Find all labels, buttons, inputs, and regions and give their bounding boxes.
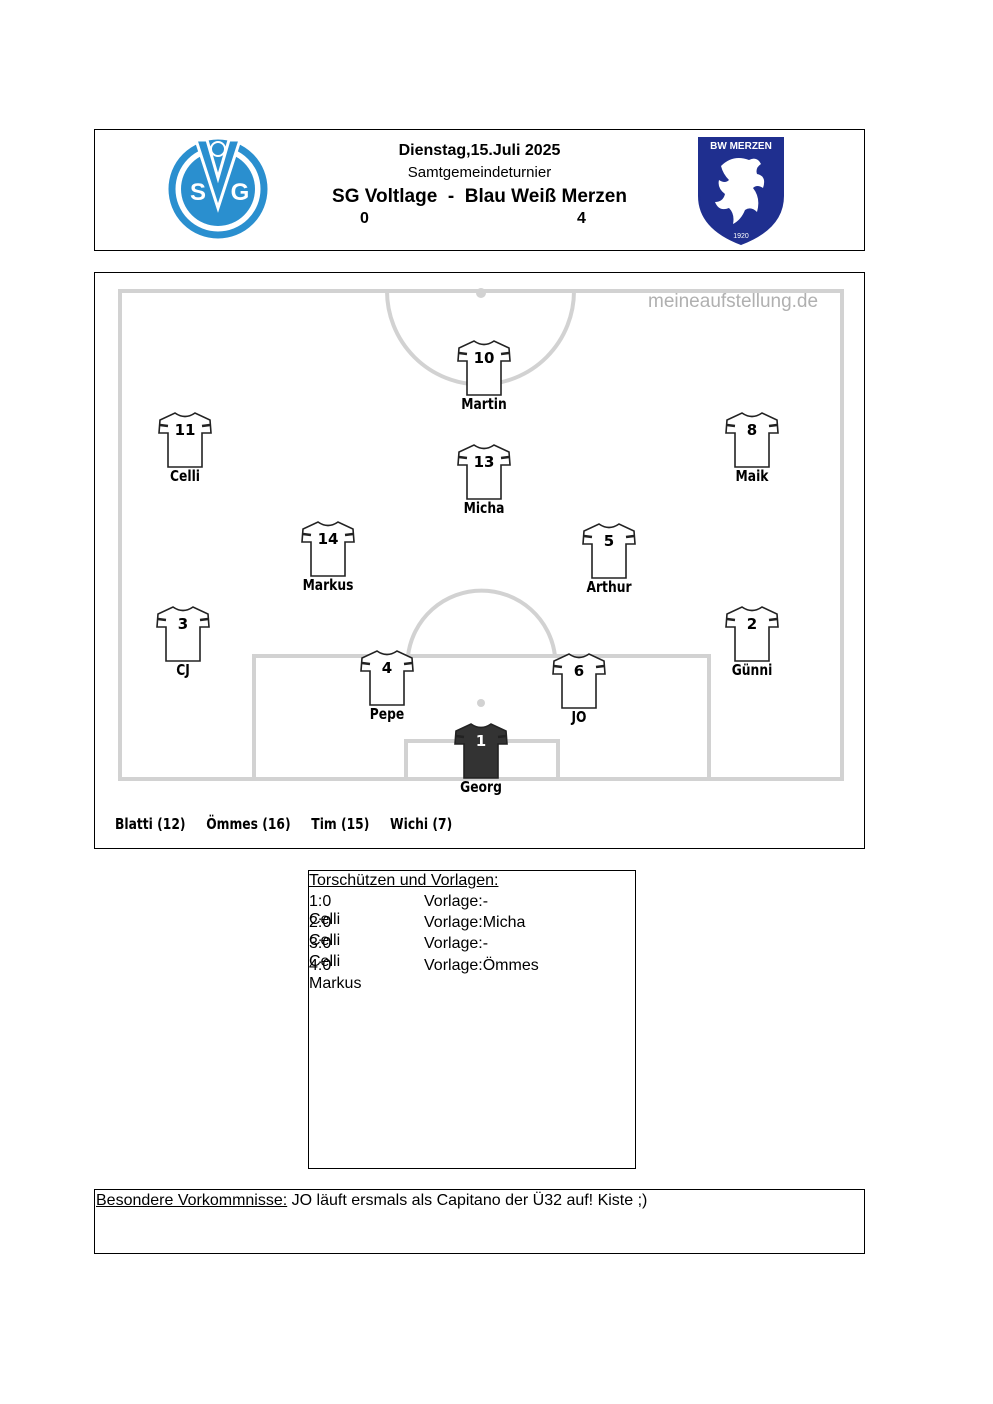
svg-text:G: G xyxy=(231,179,250,206)
svg-text:BW MERZEN: BW MERZEN xyxy=(710,141,772,152)
match-teams: SG Voltlage - Blau Weiß Merzen xyxy=(95,186,864,208)
shirt-icon: 4 xyxy=(360,650,414,706)
svg-text:S: S xyxy=(190,179,206,206)
bench-player: Tim (15) xyxy=(311,815,370,833)
player-name: Pepe xyxy=(369,705,405,723)
home-team: SG Voltlage xyxy=(332,186,438,207)
shirt-icon: 5 xyxy=(582,523,636,579)
goal-score: 2:0 Celli xyxy=(309,914,341,949)
shirt-number: 2 xyxy=(747,615,757,633)
goal-assist: Vorlage:Micha xyxy=(424,914,526,931)
goal-assist: Vorlage:- xyxy=(424,893,489,910)
goals-box: Torschützen und Vorlagen: 1:0 Celli Vorl… xyxy=(308,870,636,1169)
shirt-icon: 13 xyxy=(457,444,511,500)
shirt-number: 8 xyxy=(747,421,757,439)
shirt-number: 13 xyxy=(474,453,495,471)
goal-score: 1:0 Celli xyxy=(309,893,341,928)
player-name: Arthur xyxy=(586,578,632,596)
player-name: Maik xyxy=(735,467,769,485)
player-name: Markus xyxy=(302,576,354,594)
shirt-number: 10 xyxy=(474,349,495,367)
shirt-number: 11 xyxy=(175,421,196,439)
shirt-number: 4 xyxy=(382,659,392,677)
bench-player: Ömmes (16) xyxy=(206,815,291,833)
match-date: Dienstag,15.Juli 2025 xyxy=(398,142,561,159)
bench-player: Blatti (12) xyxy=(115,815,186,833)
player-name: JO xyxy=(571,708,587,726)
shirt-icon: 6 xyxy=(552,653,606,709)
shirt-number: 1 xyxy=(476,732,486,750)
match-header: S G Dienstag,15.Juli 2025 Samtgemeindetu… xyxy=(94,129,865,251)
football-pitch xyxy=(118,288,844,781)
player-name: Martin xyxy=(461,395,507,413)
away-score: 4 xyxy=(577,210,586,227)
home-score: 0 xyxy=(360,210,369,227)
goal-assist: Vorlage:- xyxy=(424,935,489,952)
notes-line: Besondere Vorkommnisse: JO läuft ersmals… xyxy=(96,1192,647,1210)
goals-title: Torschützen und Vorlagen: xyxy=(309,872,499,889)
player-name: Günni xyxy=(731,661,773,679)
bw-merzen-logo: BW MERZEN 1920 xyxy=(698,137,784,246)
shirt-icon: 10 xyxy=(457,340,511,396)
event-name: Samtgemeindeturnier xyxy=(407,164,552,181)
player-name: Celli xyxy=(169,467,201,485)
bench-player: Wichi (7) xyxy=(390,815,453,833)
player-name: CJ xyxy=(176,661,190,679)
bench-list: Blatti (12) Ömmes (16) Tim (15) Wichi (7… xyxy=(115,815,469,833)
notes-box: Besondere Vorkommnisse: JO läuft ersmals… xyxy=(94,1189,865,1254)
svg-text:1920: 1920 xyxy=(733,233,749,240)
shirt-number: 14 xyxy=(318,530,339,548)
shirt-icon: 1 xyxy=(454,723,508,779)
shirt-icon: 2 xyxy=(725,606,779,662)
notes-label: Besondere Vorkommnisse: xyxy=(96,1192,288,1209)
shirt-icon: 11 xyxy=(158,412,212,468)
shirt-icon: 3 xyxy=(156,606,210,662)
goal-score: 3:0 Celli xyxy=(309,935,341,970)
goal-score: 4:0 Markus xyxy=(309,957,362,992)
shirt-icon: 8 xyxy=(725,412,779,468)
team-separator: - xyxy=(447,186,455,207)
shirt-number: 5 xyxy=(604,532,614,550)
away-team: Blau Weiß Merzen xyxy=(464,186,627,207)
player-name: Micha xyxy=(463,499,505,517)
notes-text: JO läuft ersmals als Capitano der Ü32 au… xyxy=(287,1192,648,1209)
player-name: Georg xyxy=(460,778,502,796)
shirt-number: 3 xyxy=(178,615,188,633)
goal-assist: Vorlage:Ömmes xyxy=(424,957,539,974)
watermark: meineaufstellung.de xyxy=(648,291,819,312)
shirt-number: 6 xyxy=(574,662,584,680)
sg-voltlage-logo: S G xyxy=(168,138,268,239)
shirt-icon: 14 xyxy=(301,521,355,577)
